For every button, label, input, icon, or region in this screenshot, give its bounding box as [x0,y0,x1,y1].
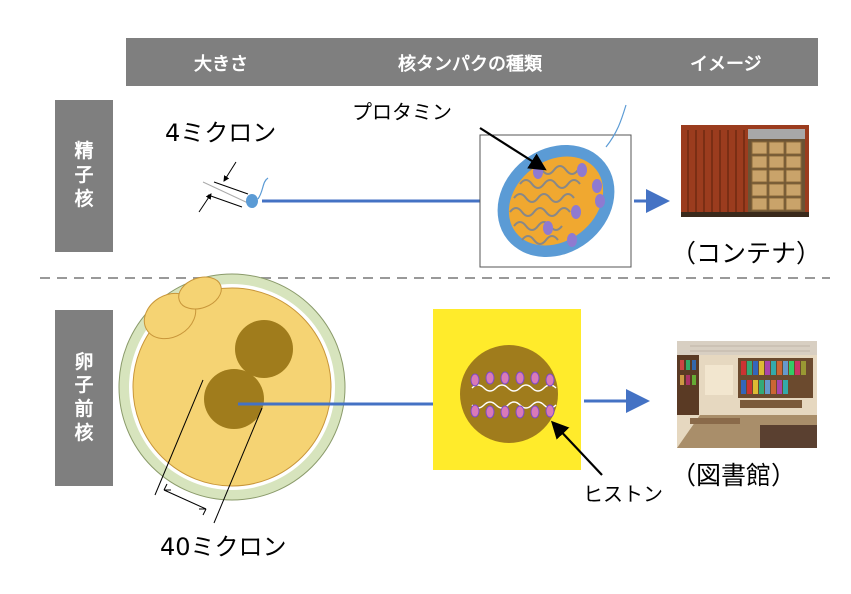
sperm-size-label: 4ミクロン [165,119,277,147]
histone-pointer [550,420,603,476]
row-label-sperm: 精子核 [55,100,113,252]
histone-label: ヒストン [583,482,663,506]
column-header-bar [126,38,818,86]
egg-size-indicator [154,379,263,524]
protamine-label: プロタミン [352,100,452,124]
column-header-image: イメージ [690,54,762,75]
column-header-size: 大きさ [194,54,248,75]
egg-size-label: 40ミクロン [160,533,287,561]
row-label-egg: 卵子前核 [55,310,113,486]
sperm-head-icon [202,177,269,208]
protamine-pointer [479,127,547,171]
library-image [677,341,817,448]
column-header-protein: 核タンパクの種類 [398,54,542,75]
protamine-nucleus-illustration [497,104,627,258]
egg-cell-illustration [118,273,346,501]
sperm-size-indicator [198,161,249,213]
histone-nucleus-illustration [460,345,558,443]
container-caption: （コンテナ） [671,239,822,268]
container-image [681,125,809,217]
library-caption: （図書館） [671,461,797,490]
